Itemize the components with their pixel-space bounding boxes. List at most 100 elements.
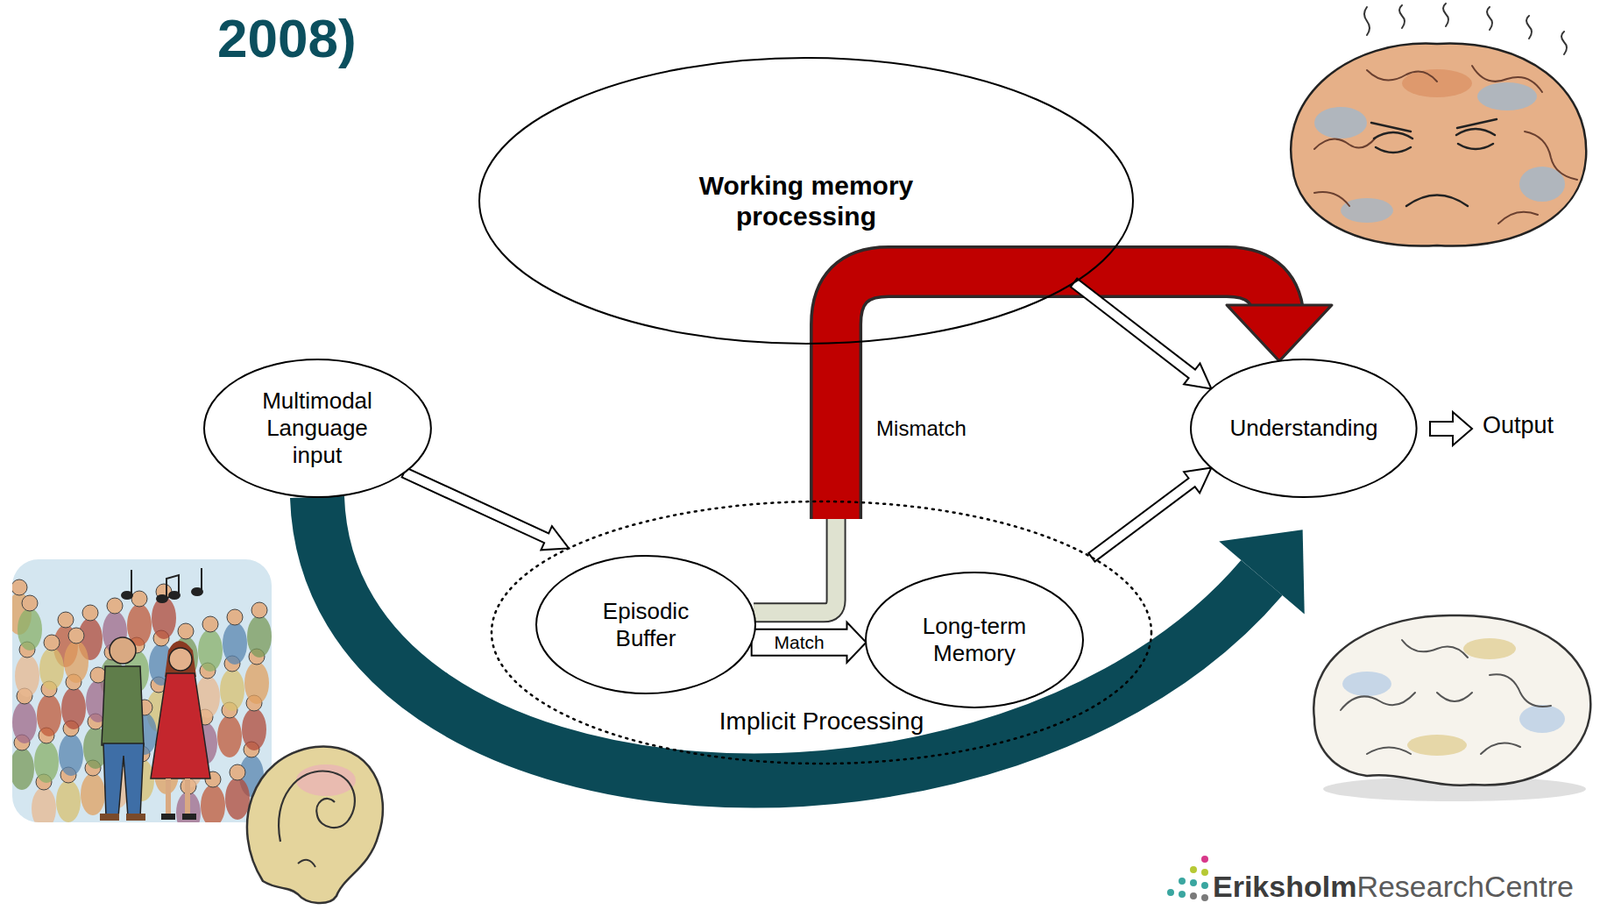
edge-label: Mismatch (874, 417, 969, 440)
node-label: Understanding (1229, 414, 1378, 442)
crowd-head (82, 604, 99, 621)
crowd-blob (247, 615, 272, 658)
ellipse-border (1190, 359, 1417, 497)
crowd-blob (198, 629, 223, 672)
logo-dots (1201, 868, 1209, 876)
tired-brain (1364, 7, 1370, 36)
mismatch-head (1226, 304, 1332, 362)
crowd-blob (63, 640, 89, 683)
calm-brain (1366, 747, 1411, 755)
tired-brain (1486, 7, 1493, 30)
crowd-head (90, 666, 107, 683)
woman-figure (168, 778, 188, 815)
input-ellipse: Multimodal Language input (202, 357, 433, 499)
mismatch-line (753, 512, 836, 613)
tired-brain (1314, 65, 1578, 224)
crowd-scene (12, 559, 272, 822)
crowd-blob (34, 740, 59, 783)
process-ellipse: Working memory processing (477, 56, 1135, 346)
node-label: Multimodal Language input (242, 387, 392, 468)
man-figure (99, 813, 120, 821)
bypass-arrow (317, 496, 1262, 780)
title: 2008) (217, 7, 357, 70)
crowd-scene (166, 574, 179, 598)
tired-brain (1371, 119, 1497, 206)
logo: EriksholmResearchCentre (1212, 869, 1574, 904)
crowd-blob (61, 686, 86, 730)
logo-dots (1189, 878, 1197, 886)
crowd-blob (217, 715, 242, 758)
man-figure (126, 813, 146, 821)
ellipse-border (865, 572, 1084, 708)
connector (1088, 467, 1211, 562)
man-figure (101, 665, 144, 745)
crowd-blob (12, 700, 37, 744)
ear (297, 859, 316, 867)
tired-brain (1561, 31, 1567, 55)
tired-brain (1472, 65, 1543, 93)
crowd-head (251, 601, 268, 618)
calm-brain (1401, 639, 1468, 658)
node-label: Episodic Buffer (588, 597, 703, 652)
tired-brain (1373, 132, 1413, 139)
connector (402, 467, 569, 551)
crowd-head (12, 579, 28, 595)
tired-brain (1456, 128, 1495, 135)
calm-brain (1489, 673, 1551, 707)
tired-brain (1399, 5, 1405, 29)
bypass-head (1218, 529, 1305, 614)
crowd-scene (121, 591, 133, 599)
ellipse-border (536, 555, 756, 694)
calm-brain (1313, 615, 1591, 801)
woman-figure (164, 640, 197, 677)
crowd-scene (156, 594, 168, 602)
crowd-head (226, 608, 243, 625)
logo-dots (1201, 881, 1209, 889)
logo-dots (1178, 890, 1186, 898)
crowd-blob (58, 733, 84, 776)
tired-brain (1371, 122, 1411, 132)
crowd-blob (14, 654, 40, 697)
crowd-blob (39, 647, 64, 690)
edge-label: Match (772, 631, 827, 652)
crowd-blob (200, 784, 226, 822)
hollow-arrow (751, 622, 867, 663)
crowd-blob (244, 661, 270, 704)
crowd-scene (121, 567, 203, 602)
crowd-blob (225, 777, 250, 820)
calm-brain (1340, 692, 1416, 710)
ear (247, 746, 383, 903)
tired-brain (1314, 137, 1376, 149)
man-figure (99, 637, 146, 821)
woman-figure (150, 672, 211, 779)
crowd-blob (219, 668, 245, 711)
crowd-blob (36, 693, 62, 737)
crowd-scene (169, 591, 180, 599)
crowd-texture (12, 579, 272, 822)
crowd-head (229, 764, 246, 780)
tired-brain (1458, 143, 1494, 149)
logo-dots (1201, 893, 1209, 901)
tired-brain (1457, 119, 1497, 128)
tired-brain (1375, 147, 1411, 153)
ear (278, 771, 355, 842)
tired-brain (1526, 15, 1532, 39)
node-label: Working memory processing (692, 169, 921, 233)
calm-brain (1463, 637, 1516, 659)
tired-brain (1314, 191, 1350, 206)
crowd-scene (200, 567, 203, 591)
tired-brain (1340, 198, 1394, 223)
tired-brain (1498, 212, 1538, 224)
connector (751, 622, 867, 663)
memory-ellipse: Long-term Memory (863, 570, 1085, 709)
understanding-ellipse: Understanding (1189, 357, 1419, 499)
man-figure (109, 637, 136, 664)
crowd-blob (12, 747, 35, 790)
logo-dots (1167, 888, 1175, 896)
tired-brain (1290, 3, 1586, 246)
node-label: Implicit Processing (489, 706, 1154, 736)
ear (247, 746, 383, 903)
node-label: Long-term Memory (908, 612, 1041, 666)
calm-brain (1519, 704, 1565, 733)
